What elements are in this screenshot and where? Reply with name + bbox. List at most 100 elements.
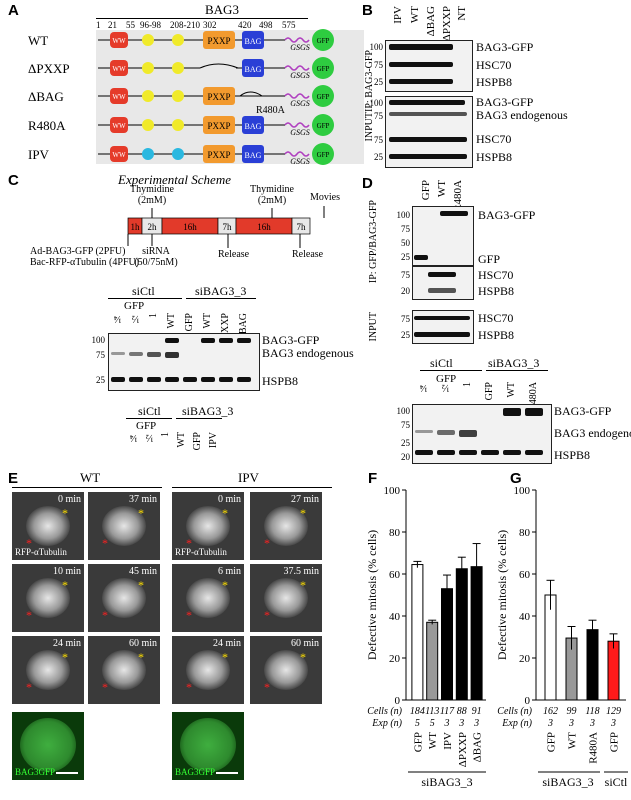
tubulin-tile: 45 min** [88,564,160,632]
timeline-label-1: 2h [148,222,158,232]
d-ip-bag3gfp: BAG3-GFP [478,208,536,222]
timeline-label-2: 16h [183,222,197,232]
tubulin-tile: 24 min** [12,636,84,704]
b-ip-hsc70: HSC70 [476,58,512,72]
c-infection: Ad-BAG3-GFP (2PFU) Bac-RFP-αTubulin (4PF… [30,246,140,268]
tubulin-label: RFP-αTubulin [175,547,227,557]
c-movies: Movies [310,192,340,203]
exp-count: 3 [444,718,450,729]
bar [586,629,599,701]
ipv-motif-1 [142,62,154,74]
category-label: GFP [546,732,558,752]
d-ip-gfp: GFP [478,252,501,266]
row-label-exp: Exp (n) [371,718,402,729]
d-input-blot [412,310,474,344]
time-label: 24 min [52,638,81,649]
tubulin-tile: 60 min** [88,636,160,704]
c-b1-hspb8-band-5 [201,377,215,382]
c-b1-sictl: siCtl [132,284,155,298]
cell-spindle [26,506,70,546]
category-label: WT [567,732,579,749]
cells-count: 117 [440,706,455,717]
pole-marker-red: * [26,680,32,694]
time-label: 10 min [52,566,81,577]
b-lane-nt: NT [456,6,468,21]
gfp-text: GFP [317,151,330,159]
panel-label-a: A [8,2,19,19]
lane-label-0: ¼ [128,432,139,443]
d-b2-endog-band-0 [415,430,433,433]
c-b1-line1 [108,298,182,299]
d-in-mw-25: 25 [401,330,410,340]
ww-text: WW [112,151,126,159]
gfp-cell [180,718,236,772]
cell-spindle [264,650,308,690]
pole-marker-yellow: * [62,650,68,664]
c-b2-sictl: siCtl [138,404,161,418]
b-input-bag3gfp-band [389,100,465,105]
ww-domain [110,117,128,133]
d-b2-hspb8-band-4 [503,450,521,455]
tubulin-tile: 24 min** [172,636,244,704]
pole-marker-yellow: * [62,578,68,592]
ipv-motif-2 [172,34,184,46]
pole-marker-red: * [102,608,108,622]
ww-text: WW [112,122,126,130]
linker-text: GSGS [290,128,310,137]
bag3-bar [96,18,308,19]
c-b2-line1 [126,418,172,419]
exp-count: 3 [473,718,479,729]
bar [455,568,468,701]
d-b2-mw-20: 20 [401,452,410,462]
y-tick-label: 100 [384,485,401,497]
c-b1-hspb8-band-3 [165,377,179,382]
linker [284,65,310,71]
pos-208: 208-210 [170,20,200,30]
b-ip-hspb8: HSPB8 [476,75,513,89]
linker-text: GSGS [290,99,310,108]
pole-marker-yellow: * [300,578,306,592]
c-b1-hspb8-band-0 [111,377,125,382]
panel-label-f: F [368,470,378,487]
time-label: 60 min [128,638,157,649]
cells-count: 118 [585,706,599,717]
linker [284,37,310,43]
c-b1-hspb8-band-4 [183,377,197,382]
c-sirna: siRNA (50/75nM) [134,246,178,268]
panel-label-g: G [510,470,522,487]
d-mw-50: 50 [401,238,410,248]
loop-bag [239,91,263,97]
d-input-label: INPUT [368,312,379,342]
time-label: 37.5 min [283,566,319,577]
gfp-label: BAG3GFP [175,767,216,777]
y-tick-label: 20 [389,653,401,665]
gfp-tag [312,85,334,107]
gfp-label: BAG3GFP [15,767,56,777]
d-b2-mw-75: 75 [401,420,410,430]
d-in-mw-75: 75 [401,314,410,324]
timeline-label-0: 1h [131,222,141,232]
category-label: GFP [609,732,621,752]
d-ip-hsc70: HSC70 [478,268,514,282]
y-axis-label: Defective mitosis (% cells) [495,530,509,660]
loop-pxxp [199,63,239,69]
pos-21: 21 [108,20,117,30]
category-label: R480A [588,732,600,764]
cells-count: 129 [606,706,621,717]
pxxp-text: PXXP [207,121,230,131]
c-b2-sibag3: siBAG3_3 [182,404,234,418]
b-in-mw-75b: 75 [374,135,383,145]
bag3-title: BAG3 [205,2,239,17]
pos-1: 1 [96,20,101,30]
pole-marker-yellow: * [222,650,228,664]
y-axis-label: Defective mitosis (% cells) [365,530,379,660]
time-label: 0 min [57,494,81,505]
exp-count: 5 [415,718,420,729]
group-label-2: siCtl [605,775,628,789]
y-tick-label: 0 [395,695,401,707]
d-b2-endog: BAG3 endogenous [554,426,631,440]
c-b1-mw-25: 25 [96,375,105,385]
b-lane-wt: WT [409,6,421,24]
linker-text: GSGS [290,71,310,80]
